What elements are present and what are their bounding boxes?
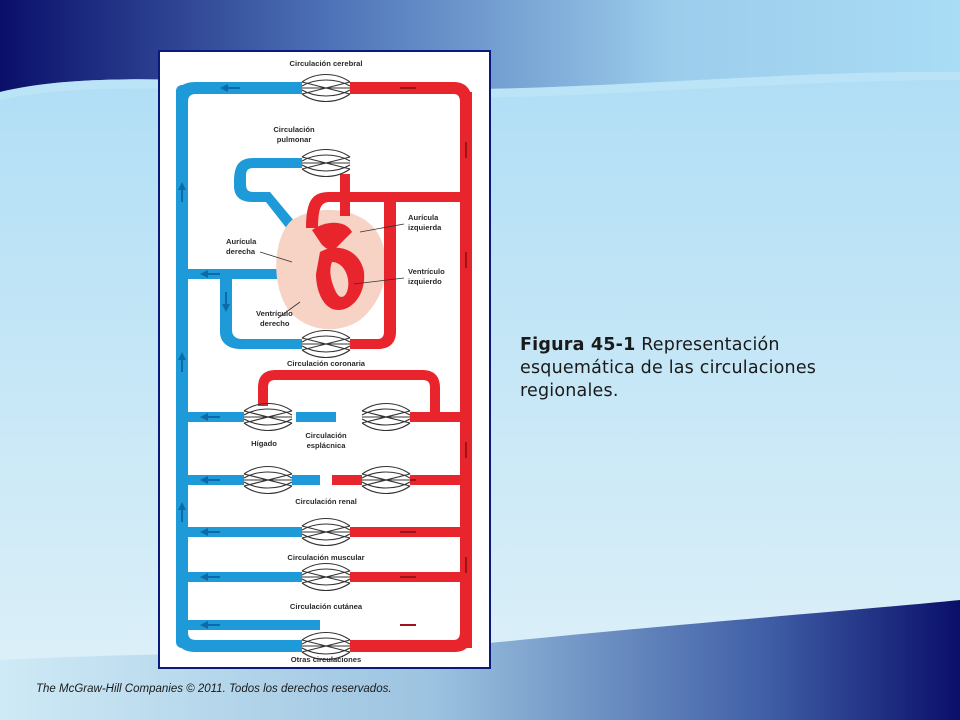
label-cutanea: Circulación cutánea — [290, 602, 363, 611]
label-cerebral: Circulación cerebral — [289, 59, 362, 68]
label-higado: Hígado — [251, 439, 277, 448]
label-ventriculo-izq-line2: izquierdo — [408, 277, 442, 286]
caption-text: Representación esquemática de las circul… — [520, 335, 817, 401]
label-auricula-izq-line2: izquierda — [408, 223, 442, 232]
label-muscular: Circulación muscular — [287, 553, 364, 562]
label-pulmonar-line1: Circulación — [273, 125, 315, 134]
arterial-arrows — [400, 87, 467, 626]
label-ventriculo-izq-line1: Ventrículo — [408, 267, 445, 276]
arterial-vessels — [258, 82, 472, 652]
label-auricula-der-line2: derecha — [226, 247, 256, 256]
label-ventriculo-der-line2: derecho — [260, 319, 290, 328]
label-coronaria: Circulación coronaria — [287, 359, 366, 368]
copyright-footer: The McGraw-Hill Companies © 2011. Todos … — [36, 683, 392, 695]
figure-number: Figura 45-1 — [520, 335, 636, 355]
figure-caption: Figura 45-1 Representación esquemática d… — [520, 334, 850, 403]
leader-lines — [259, 223, 405, 319]
circulation-diagram: Circulación cerebral Circulación pulmona… — [158, 50, 491, 669]
flow-arrows — [178, 84, 240, 629]
label-auricula-izq-line1: Aurícula — [408, 213, 439, 222]
label-ventriculo-der-line1: Ventrículo — [256, 309, 293, 318]
label-esplacnica-line2: esplácnica — [307, 441, 347, 450]
heart — [276, 209, 386, 330]
label-auricula-der-line1: Aurícula — [226, 237, 257, 246]
label-renal: Circulación renal — [295, 497, 357, 506]
label-pulmonar-line2: pulmonar — [277, 135, 312, 144]
label-otras: Otras circulaciones — [291, 655, 362, 664]
label-esplacnica-line1: Circulación — [305, 431, 347, 440]
